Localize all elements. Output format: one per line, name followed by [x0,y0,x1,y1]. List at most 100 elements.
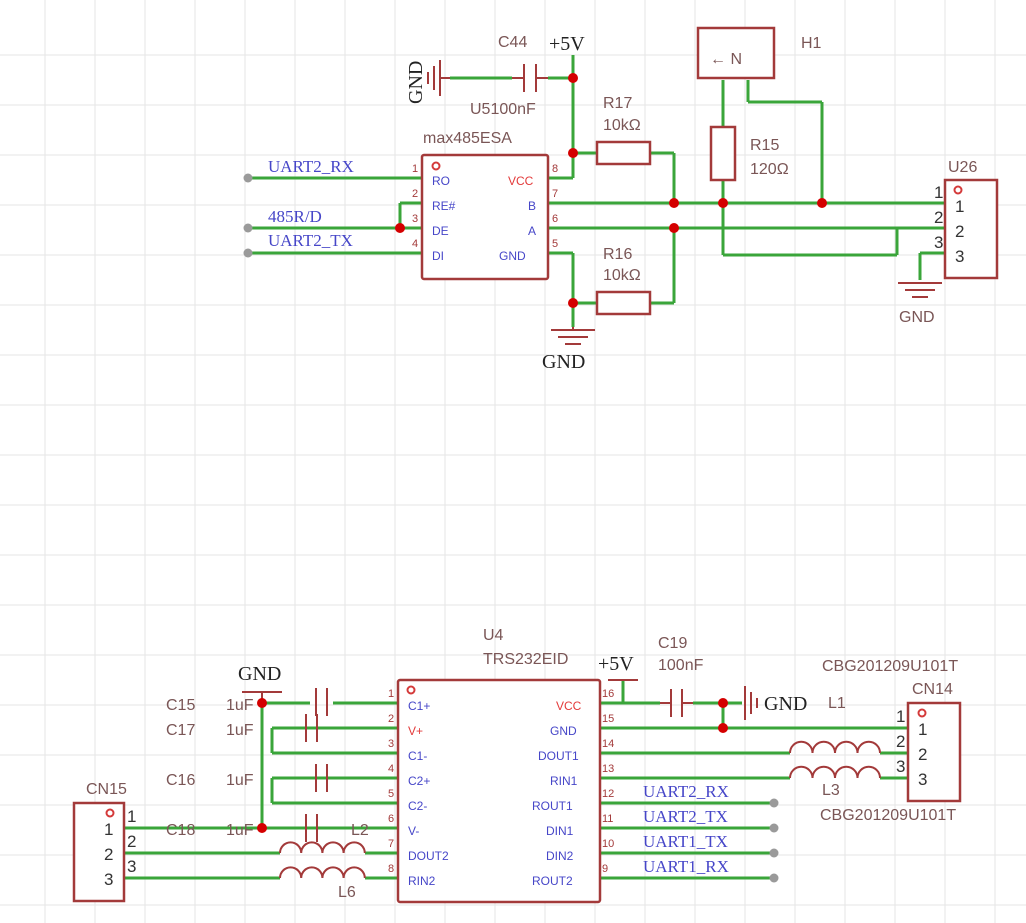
pin-rout1-label: ROUT1 [532,799,573,813]
pin-rin2-label: RIN2 [408,874,436,888]
trs232-chip[interactable]: U4 TRS232EID C1+ V+ C1- C2+ C2- V- DOUT2… [388,627,614,904]
cn14-outer3: 3 [896,757,905,776]
max485-chip[interactable]: max485ESA RO RE# DE DI VCC B A GND 1 2 3… [412,130,558,281]
u26-pin3: 3 [955,247,964,266]
cbg-label-bottom: CBG201209U101T [820,807,956,824]
pin-vp-label: V+ [408,724,423,738]
u26-outer3: 3 [934,233,943,252]
cn15-outer2: 2 [127,832,136,851]
u4-name: TRS232EID [483,651,568,668]
pin-din1-label: DIN1 [546,824,574,838]
net-endpoint [243,173,253,183]
pin-vm-label: V- [408,824,419,838]
cn15-ref: CN15 [86,781,127,798]
c19-ref: C19 [658,635,687,652]
pin6-num: 6 [552,213,558,225]
r15-value: 120Ω [750,161,789,178]
cn15-pin2: 2 [104,845,113,864]
u26-outer1: 1 [934,183,943,202]
cn15-outer1: 1 [127,807,136,826]
u4-pin12-num: 12 [602,788,614,800]
net-endpoint [769,848,779,858]
c19-value: 100nF [658,657,704,674]
cn14-outer2: 2 [896,732,905,751]
u4-pin2-num: 2 [388,713,394,725]
u4-pin15-num: 15 [602,713,614,725]
net-uart1-rx: UART1_RX [643,857,729,876]
h1-inner: ← N [710,51,742,68]
cn15-outer3: 3 [127,857,136,876]
cn14-pin3: 3 [918,770,927,789]
r15-resistor[interactable]: R15 120Ω [709,125,789,182]
pin-ro-label: RO [432,174,450,188]
l1-inductor[interactable] [789,740,881,754]
u4-pin1-num: 1 [388,688,394,700]
cn15-connector[interactable]: CN15 1 2 3 1 2 3 [72,781,136,903]
net-endpoint [769,798,779,808]
c18-capacitor[interactable]: C18 1uF [166,814,318,842]
net-endpoint [769,873,779,883]
u4-pin7-num: 7 [388,838,394,850]
c19-capacitor[interactable]: C19 100nF [658,635,704,717]
cn15-pin3: 3 [104,870,113,889]
r16-ref: R16 [603,246,632,263]
max485-name: max485ESA [423,130,512,147]
u4-pin6-num: 6 [388,813,394,825]
vcc-label-top: +5V [549,33,585,55]
pin-rin1-label: RIN1 [550,774,578,788]
cn14-ref: CN14 [912,681,953,698]
r17-ref: R17 [603,95,632,112]
cbg-label-top: CBG201209U101T [822,658,958,675]
c17-capacitor[interactable]: C17 1uF [166,714,318,742]
pin1-num: 1 [412,163,418,175]
net-endpoint [243,248,253,258]
c16-value: 1uF [226,772,254,789]
gnd-label-c19: GND [764,693,807,715]
r15-ref: R15 [750,137,779,154]
pin-de-label: DE [432,224,449,238]
r17-value: 10kΩ [603,117,641,134]
pin-dout2-label: DOUT2 [408,849,449,863]
c15-ref: C15 [166,697,195,714]
u4-pin9-num: 9 [602,863,608,875]
u4-pin4-num: 4 [388,763,394,775]
gnd-symbol-bottom: GND [542,327,595,373]
u26-pin2: 2 [955,222,964,241]
rs485-wires [248,55,945,327]
pin-b-label: B [528,199,536,213]
c15-value: 1uF [226,697,254,714]
l2-inductor[interactable]: L2 [279,822,369,854]
rs232-junctions [257,698,728,833]
u4-pin3-num: 3 [388,738,394,750]
cn14-connector[interactable]: CN14 1 2 3 1 2 3 [896,681,962,803]
r16-resistor[interactable]: R16 10kΩ [595,246,652,316]
gnd-symbol-right: GND [898,282,942,326]
h1-jumper[interactable]: ← N H1 [696,26,822,80]
pin-gnd-label: GND [499,249,526,263]
u26-connector[interactable]: U26 1 2 3 1 2 3 [934,159,999,280]
r17-resistor[interactable]: R17 10kΩ [595,95,652,166]
u26-ref: U26 [948,159,977,176]
c17-ref: C17 [166,722,195,739]
c18-value: 1uF [226,822,254,839]
pin-din2-label: DIN2 [546,849,574,863]
pin-c1p-label: C1+ [408,699,430,713]
c16-capacitor[interactable]: C16 1uF [166,764,328,792]
l3-inductor[interactable]: L3 [789,765,881,799]
net-uart2-rx-bottom: UART2_RX [643,782,729,801]
gnd-symbol-left: GND [405,60,450,104]
c44-capacitor[interactable]: C44 U5100nF [470,34,548,118]
u26-pin1: 1 [955,197,964,216]
pin5-num: 5 [552,238,558,250]
rs485-section: max485ESA RO RE# DE DI VCC B A GND 1 2 3… [243,26,999,373]
l1-ref: L1 [828,695,846,712]
gnd-symbol-c19: GND L1 [744,686,846,720]
l6-inductor[interactable]: L6 [279,866,366,901]
pin3-num: 3 [412,213,418,225]
pin2-num: 2 [412,188,418,200]
net-uart2-tx: UART2_TX [268,231,353,250]
c17-value: 1uF [226,722,254,739]
c15-capacitor[interactable]: C15 1uF [166,688,328,716]
cn14-pin1: 1 [918,720,927,739]
h1-ref: H1 [801,35,822,52]
